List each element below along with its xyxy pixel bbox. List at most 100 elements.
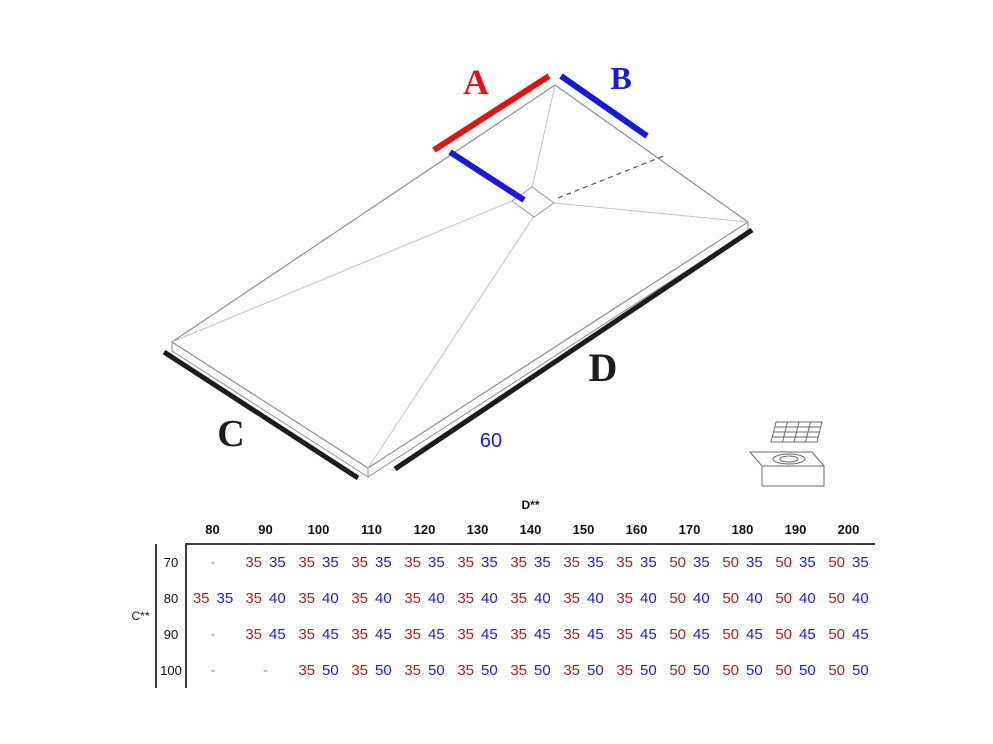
value-cell: 35 45 bbox=[239, 616, 292, 652]
value-cell: 50 40 bbox=[822, 580, 875, 616]
col-header: 150 bbox=[557, 516, 610, 545]
value-first: 35 bbox=[192, 589, 210, 607]
value-second: 40 bbox=[799, 589, 816, 607]
value-first: 35 bbox=[351, 589, 368, 607]
value-first: 50 bbox=[775, 589, 792, 607]
value-second: 50 bbox=[693, 661, 710, 679]
value-first: 35 bbox=[298, 625, 315, 643]
row-group-label: C** bbox=[131, 609, 150, 623]
value-second: 35 bbox=[587, 554, 604, 571]
value-second: 35 bbox=[481, 554, 498, 571]
col-header: 110 bbox=[345, 516, 398, 545]
row-header: 70 bbox=[155, 544, 187, 580]
crease-bottom bbox=[367, 215, 535, 469]
value-second: 45 bbox=[428, 625, 445, 643]
value-second: 35 bbox=[693, 554, 710, 571]
col-header: 200 bbox=[822, 516, 875, 545]
dim-line-c bbox=[162, 349, 360, 481]
tray-diagram: A B C D 60 bbox=[162, 60, 826, 487]
dim-line-drain-offset bbox=[448, 149, 526, 203]
dim-line-b bbox=[559, 73, 649, 139]
value-second: 40 bbox=[746, 589, 763, 607]
value-first: 50 bbox=[669, 625, 686, 643]
value-cell: - bbox=[239, 652, 292, 688]
col-header: 170 bbox=[663, 516, 716, 545]
empty-value: - bbox=[210, 661, 216, 679]
value-first: 50 bbox=[828, 589, 845, 607]
dim-line-d bbox=[393, 227, 754, 472]
value-first: 50 bbox=[828, 661, 845, 679]
value-first: 50 bbox=[722, 554, 739, 571]
value-second: 45 bbox=[322, 625, 339, 643]
label-c: C bbox=[217, 413, 244, 455]
col-group-label: D** bbox=[521, 498, 540, 512]
value-second: 35 bbox=[534, 554, 551, 571]
col-header: 180 bbox=[716, 516, 769, 545]
dim-line-a bbox=[432, 73, 551, 153]
value-first: 35 bbox=[563, 625, 580, 643]
value-first: 50 bbox=[669, 554, 686, 571]
value-second: 40 bbox=[852, 589, 869, 607]
col-header: 120 bbox=[398, 516, 451, 545]
value-second: 50 bbox=[375, 661, 392, 679]
value-second: 50 bbox=[799, 661, 816, 679]
row-header: 80 bbox=[155, 580, 187, 616]
value-first: 35 bbox=[404, 554, 421, 571]
value-cell: - bbox=[186, 616, 239, 652]
drain-outlet bbox=[511, 186, 555, 218]
value-first: 35 bbox=[245, 554, 262, 571]
value-first: 35 bbox=[351, 554, 368, 571]
label-offset-60: 60 bbox=[480, 430, 502, 452]
value-second: 45 bbox=[534, 625, 551, 643]
value-second: 35 bbox=[216, 589, 234, 607]
col-header: 90 bbox=[239, 516, 292, 545]
value-first: 35 bbox=[404, 625, 421, 643]
value-second: 50 bbox=[322, 661, 339, 679]
value-first: 35 bbox=[245, 625, 262, 643]
value-second: 40 bbox=[481, 589, 498, 607]
value-first: 35 bbox=[298, 554, 315, 571]
value-first: 35 bbox=[298, 589, 315, 607]
value-first: 35 bbox=[510, 661, 527, 679]
value-second: 35 bbox=[852, 554, 869, 571]
value-first: 50 bbox=[669, 589, 686, 607]
value-second: 50 bbox=[852, 661, 869, 679]
value-second: 35 bbox=[428, 554, 445, 571]
value-second: 40 bbox=[375, 589, 392, 607]
value-second: 40 bbox=[269, 589, 286, 607]
empty-value: - bbox=[263, 661, 268, 679]
label-b: B bbox=[610, 60, 631, 96]
value-first: 35 bbox=[404, 661, 421, 679]
corner-spacer bbox=[126, 516, 186, 544]
value-second: 45 bbox=[269, 625, 286, 643]
value-second: 35 bbox=[375, 554, 392, 571]
value-first: 35 bbox=[563, 589, 580, 607]
value-cell: 50 35 bbox=[663, 544, 716, 580]
value-cell: 50 40 bbox=[769, 580, 822, 616]
value-second: 50 bbox=[746, 661, 763, 679]
